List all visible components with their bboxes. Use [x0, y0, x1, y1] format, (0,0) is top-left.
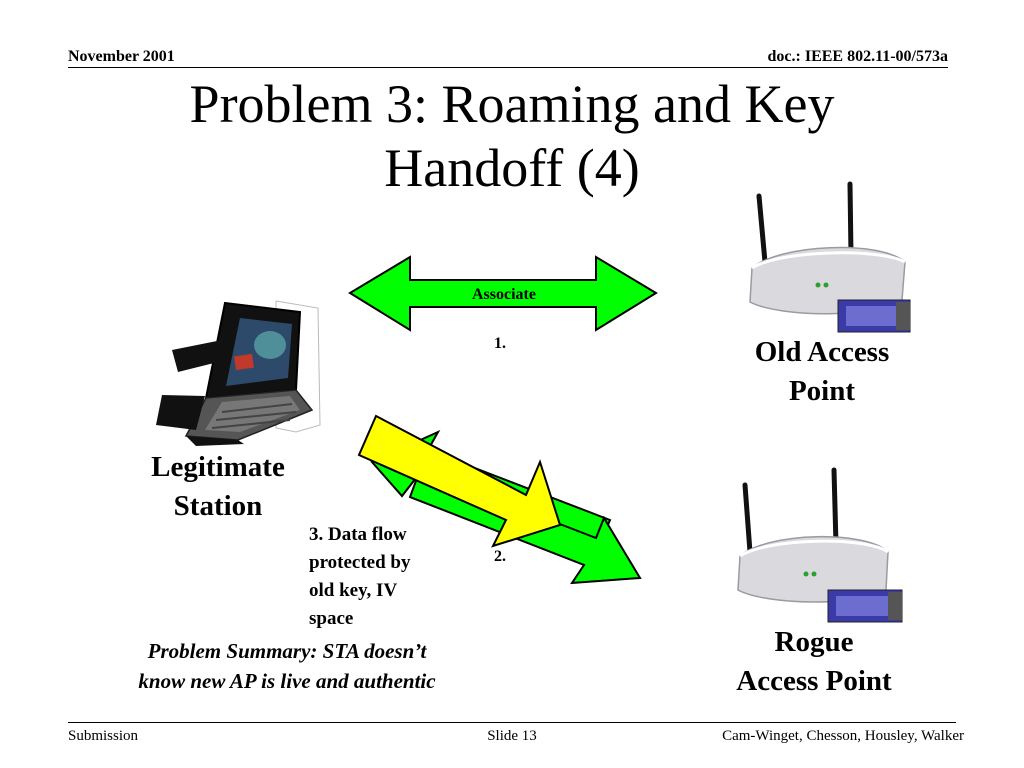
old-access-point-line1: Old Access	[754, 336, 890, 368]
problem-summary: Problem Summary: STA doesn’t know new AP…	[92, 636, 482, 696]
old-access-point-label: Old Access Point	[722, 333, 922, 411]
data-flow-arrow	[357, 414, 562, 548]
step-2-label: 2.	[494, 548, 506, 565]
access-point-icon	[749, 181, 911, 333]
header-date: November 2001	[68, 48, 175, 65]
legitimate-station-line2: Station	[173, 490, 263, 522]
slide-title-line1: Problem 3: Roaming and Key	[189, 74, 835, 134]
footer-divider	[68, 722, 956, 723]
step-1-label: 1.	[494, 335, 506, 352]
footer-slide-number: Slide 13	[487, 728, 537, 744]
associate-double-arrow	[348, 255, 658, 332]
header-divider	[68, 67, 948, 68]
old-access-point-line2: Point	[788, 375, 856, 407]
legitimate-station-label: Legitimate Station	[118, 448, 318, 526]
slide-title: Problem 3: Roaming and Key Handoff (4)	[0, 72, 1024, 200]
problem-summary-line1: Problem Summary: STA doesn’t	[147, 639, 427, 663]
problem-summary-line2: know new AP is live and authentic	[138, 669, 436, 693]
data-flow-line: 3. Data flow	[309, 524, 407, 545]
associate-label: Associate	[472, 286, 536, 303]
header-doc-id: doc.: IEEE 802.11-00/573a	[767, 48, 948, 65]
data-flow-label: 3. Data flow protected by old key, IV sp…	[309, 521, 411, 633]
access-point-icon	[737, 467, 903, 623]
rogue-access-point-label: Rogue Access Point	[708, 623, 920, 701]
footer-authors: Cam-Winget, Chesson, Housley, Walker	[722, 728, 964, 744]
footer-submission: Submission	[68, 728, 139, 744]
rogue-access-point-line1: Rogue	[774, 626, 854, 658]
rogue-access-point-line2: Access Point	[736, 665, 892, 697]
slide-title-line2: Handoff (4)	[384, 138, 640, 198]
data-flow-line: space	[309, 608, 354, 629]
data-flow-line: old key, IV	[309, 580, 398, 601]
legitimate-station-line1: Legitimate	[151, 451, 285, 483]
data-flow-line: protected by	[309, 552, 411, 573]
laptop-icon	[156, 300, 321, 446]
